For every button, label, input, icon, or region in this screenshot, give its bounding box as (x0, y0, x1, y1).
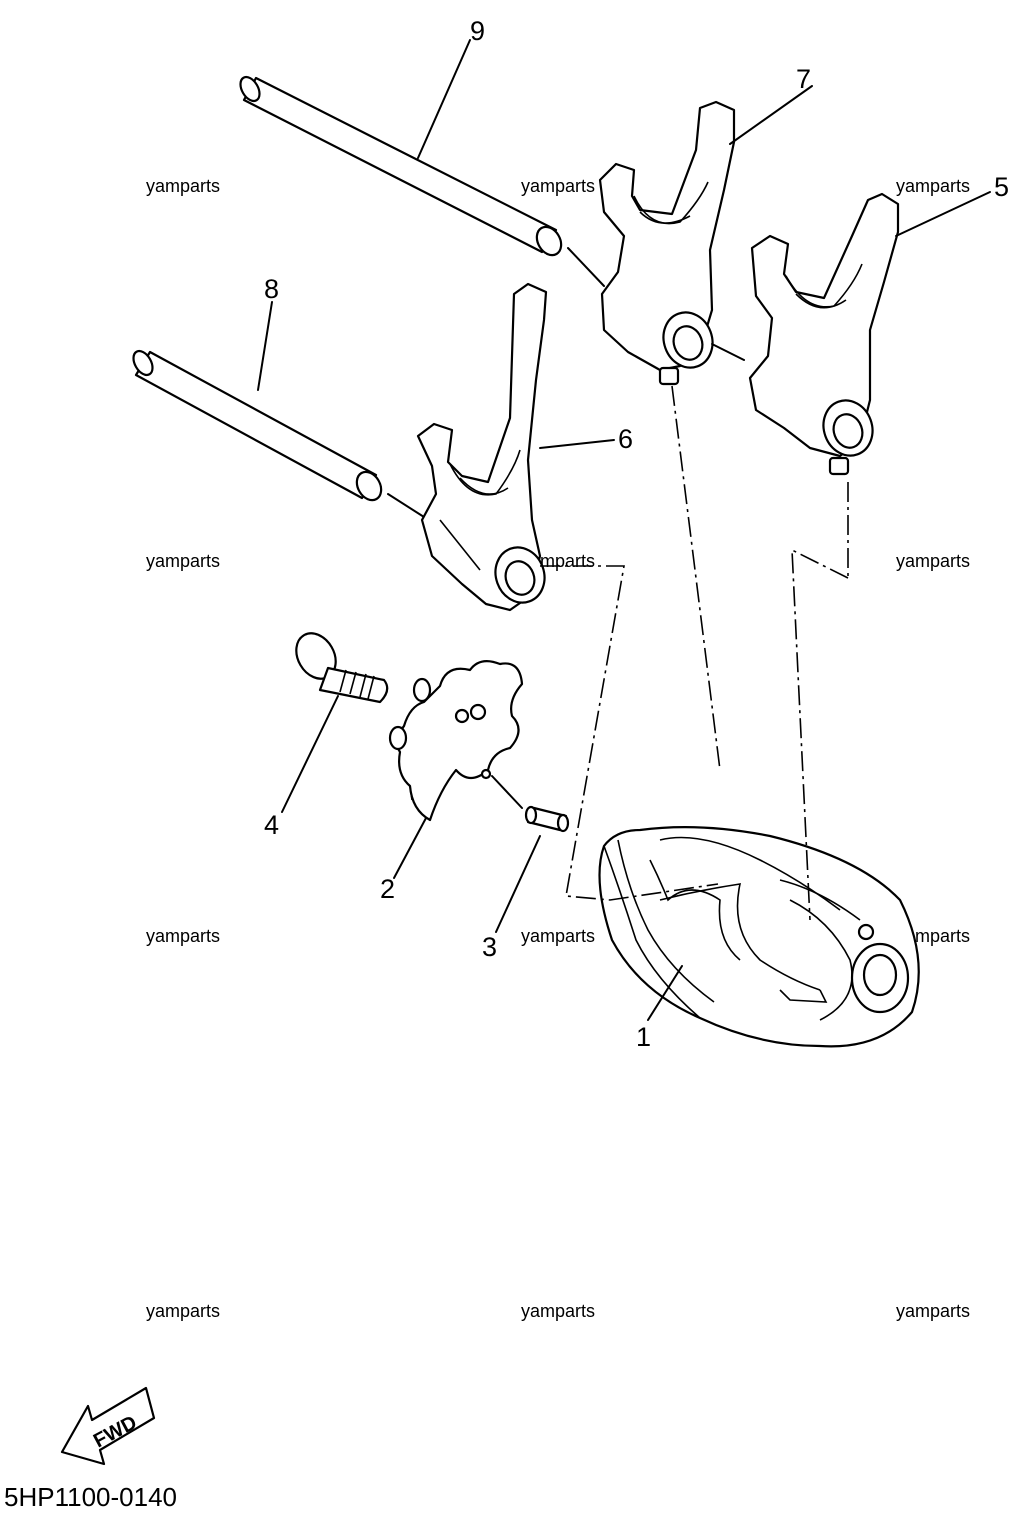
callouts: 9 7 5 8 6 4 2 3 1 (264, 16, 1009, 1052)
shift-fork-7[interactable] (598, 100, 736, 386)
watermark: yamparts (146, 176, 220, 196)
callout-7: 7 (796, 64, 811, 94)
screw-4[interactable] (288, 626, 389, 704)
callout-5: 5 (994, 172, 1009, 202)
watermark: yamparts (146, 551, 220, 571)
shift-fork-5[interactable] (711, 192, 900, 476)
guide-bar-upper[interactable] (237, 74, 605, 287)
callout-4: 4 (264, 810, 279, 840)
watermark-layer: yamparts yamparts yamparts yamparts yamp… (146, 176, 970, 1321)
callout-9: 9 (470, 16, 485, 46)
watermark: yamparts (521, 1301, 595, 1321)
watermark: yamparts (146, 926, 220, 946)
guide-bar-lower[interactable] (130, 348, 425, 518)
diagram-code: 5HP1100-0140 (4, 1482, 177, 1512)
watermark: yamparts (896, 551, 970, 571)
callout-2: 2 (380, 874, 395, 904)
watermark: yamparts (146, 1301, 220, 1321)
shift-fork-6[interactable] (416, 282, 552, 612)
fwd-arrow-icon: FWD (60, 1386, 156, 1466)
alignment-lines (540, 385, 849, 921)
shift-cam-drum-1[interactable] (598, 826, 920, 1048)
pin-3[interactable] (524, 805, 570, 833)
callout-1: 1 (636, 1022, 651, 1052)
callout-3: 3 (482, 932, 497, 962)
callout-6: 6 (618, 424, 633, 454)
watermark: yamparts (896, 1301, 970, 1321)
watermark: yamparts (521, 926, 595, 946)
callout-8: 8 (264, 274, 279, 304)
leader-lines (257, 39, 991, 1021)
watermark: yamparts (521, 176, 595, 196)
segment-plate-2[interactable] (388, 659, 524, 822)
watermark: yamparts (896, 176, 970, 196)
